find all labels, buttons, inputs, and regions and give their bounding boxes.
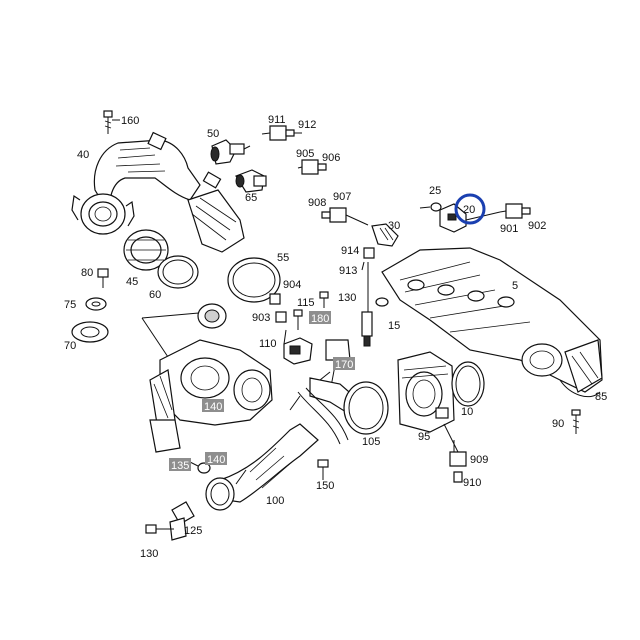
label-170: 170 xyxy=(335,359,353,371)
part-913-sensor xyxy=(361,262,373,347)
label-903: 903 xyxy=(252,312,270,324)
label-130-top: 130 xyxy=(338,292,356,304)
part-904-connector xyxy=(269,293,281,305)
label-160: 160 xyxy=(121,115,139,127)
label-95: 95 xyxy=(418,431,430,443)
label-115: 115 xyxy=(297,297,315,309)
part-110-sensor xyxy=(283,337,313,365)
label-75: 75 xyxy=(64,299,76,311)
label-906: 906 xyxy=(322,152,340,164)
label-135: 135 xyxy=(171,460,189,472)
label-909: 909 xyxy=(470,454,488,466)
label-90: 90 xyxy=(552,418,564,430)
label-30: 30 xyxy=(388,220,400,232)
label-25: 25 xyxy=(429,185,441,197)
label-125: 125 xyxy=(184,525,202,537)
part-95-throttle-body xyxy=(397,351,455,433)
label-910: 910 xyxy=(463,477,481,489)
part-60-hose-clamp xyxy=(157,255,199,289)
box-140-lower xyxy=(205,452,227,465)
part-905-906-connector xyxy=(301,159,327,175)
box-170 xyxy=(333,357,355,370)
part-5-intake-manifold xyxy=(381,247,603,393)
part-55-ring xyxy=(227,257,281,303)
label-150: 150 xyxy=(316,480,334,492)
part-intercooler-hose xyxy=(187,189,245,253)
label-110: 110 xyxy=(259,338,277,350)
label-912: 912 xyxy=(298,119,316,131)
label-65: 65 xyxy=(245,192,257,204)
part-125-bracket xyxy=(169,517,187,541)
label-10: 10 xyxy=(461,406,473,418)
part-turbocharger xyxy=(141,303,273,453)
label-20: 20 xyxy=(463,204,475,216)
box-140-upper xyxy=(202,399,224,412)
label-5: 5 xyxy=(512,280,518,292)
part-903-connector xyxy=(275,311,287,323)
part-901-902-connector xyxy=(505,203,531,219)
label-100: 100 xyxy=(266,495,284,507)
box-180 xyxy=(309,311,331,324)
part-70-flange xyxy=(71,321,109,343)
part-909-910-connector xyxy=(443,423,467,483)
label-902: 902 xyxy=(528,220,546,232)
part-75-washer xyxy=(85,297,107,311)
label-15: 15 xyxy=(388,320,400,332)
part-10-oring xyxy=(451,361,485,407)
part-130-bolt-bottom xyxy=(145,524,174,534)
part-labels: 160 40 50 911 912 905 906 65 908 907 25 … xyxy=(64,114,607,560)
label-180: 180 xyxy=(311,313,329,325)
highlight-circle xyxy=(454,193,486,225)
part-40-intake-pipe xyxy=(71,131,222,235)
label-914: 914 xyxy=(341,245,359,257)
leader-lines xyxy=(112,119,507,485)
label-907: 907 xyxy=(333,191,351,203)
label-908: 908 xyxy=(308,197,326,209)
label-911: 911 xyxy=(268,114,286,126)
part-907-908-connector xyxy=(321,207,369,226)
part-914-connector xyxy=(363,247,375,259)
part-135-clip xyxy=(197,462,211,474)
label-80: 80 xyxy=(81,267,93,279)
label-45: 45 xyxy=(126,276,138,288)
part-911-912-connector xyxy=(269,125,302,141)
part-85-gasket xyxy=(559,379,601,398)
label-70: 70 xyxy=(64,340,76,352)
label-140-lower: 140 xyxy=(207,454,225,466)
label-50: 50 xyxy=(207,128,219,140)
box-135 xyxy=(169,458,191,471)
part-150-bolt xyxy=(317,459,329,480)
label-901: 901 xyxy=(500,223,518,235)
label-85: 85 xyxy=(595,391,607,403)
label-140-upper: 140 xyxy=(204,401,222,413)
part-130-bolt-top xyxy=(319,291,329,308)
label-130-bottom: 130 xyxy=(140,548,158,560)
part-90-screw xyxy=(571,409,581,434)
part-80-bolt xyxy=(97,268,109,288)
part-115-screw xyxy=(293,309,303,330)
label-905: 905 xyxy=(296,148,314,160)
label-913: 913 xyxy=(339,265,357,277)
part-100-charge-pipe xyxy=(171,423,319,525)
part-65-sensor xyxy=(235,169,267,193)
part-105-gasket xyxy=(343,381,389,435)
part-30-sensor xyxy=(371,223,399,247)
part-160-bolt xyxy=(103,110,113,134)
part-45-clamp xyxy=(123,229,169,271)
part-25-oring xyxy=(430,202,442,212)
label-904: 904 xyxy=(283,279,301,291)
label-60: 60 xyxy=(149,289,161,301)
label-55: 55 xyxy=(277,252,289,264)
part-50-sensor xyxy=(210,139,251,165)
label-105: 105 xyxy=(362,436,380,448)
label-40: 40 xyxy=(77,149,89,161)
part-15-clip xyxy=(375,297,389,307)
